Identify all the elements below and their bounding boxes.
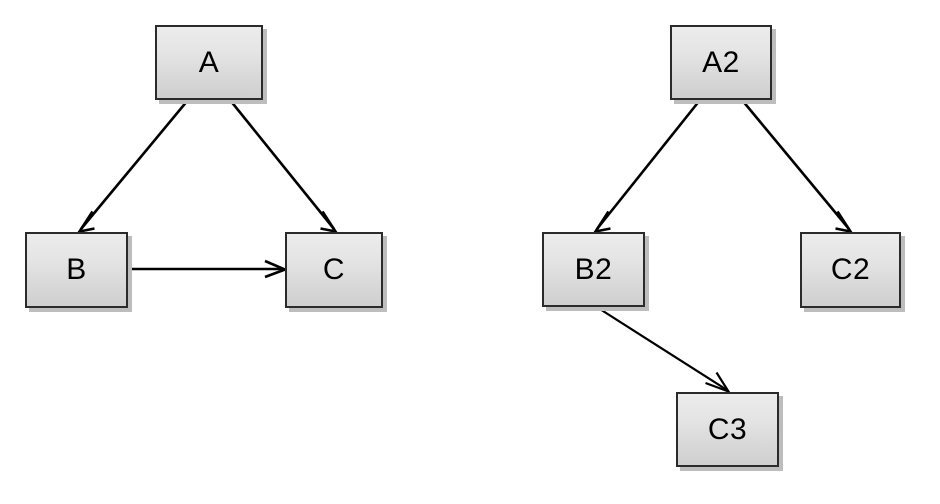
node-b2[interactable]: B2	[542, 232, 645, 307]
node-c2[interactable]: C2	[800, 232, 901, 308]
node-c-label: C	[322, 253, 346, 286]
edge-a2-to-b2[interactable]	[592, 99, 702, 234]
node-b2-label: B2	[574, 252, 613, 286]
node-c3-label: C3	[707, 412, 748, 446]
node-a2-label: A2	[702, 45, 740, 79]
node-c[interactable]: C	[285, 232, 383, 308]
node-c3[interactable]: C3	[676, 392, 779, 467]
node-a[interactable]: A	[155, 25, 263, 100]
edge-b2-to-c3[interactable]	[591, 303, 732, 394]
node-c2-label: C2	[830, 253, 871, 286]
edge-a2-to-c2[interactable]	[740, 99, 854, 234]
node-a-label: A	[198, 45, 220, 79]
node-a2[interactable]: A2	[670, 25, 772, 100]
edge-a-to-b[interactable]	[76, 99, 190, 234]
edge-a-to-c[interactable]	[228, 99, 339, 234]
edge-b-to-c[interactable]	[129, 259, 289, 279]
node-b[interactable]: B	[25, 232, 128, 308]
node-b-label: B	[66, 253, 87, 286]
